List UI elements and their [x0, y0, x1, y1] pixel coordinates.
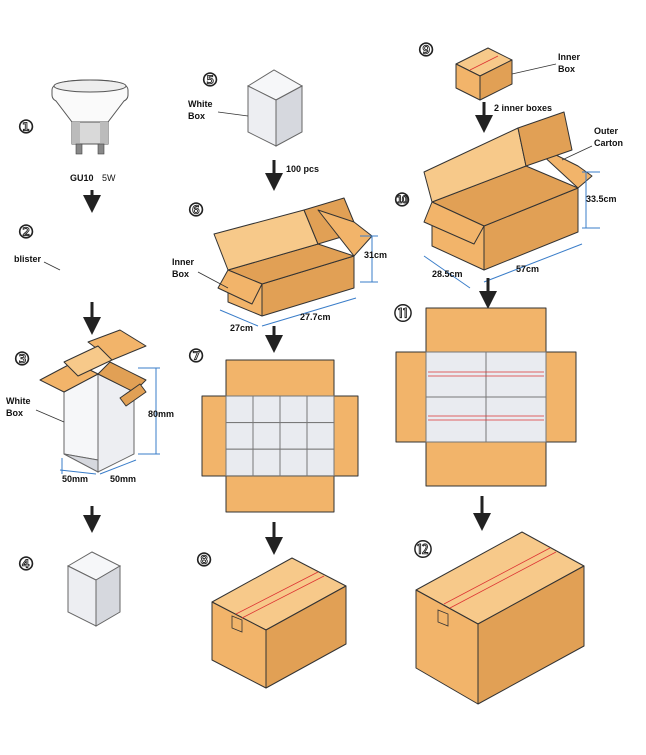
- white-box-cell: [252, 395, 281, 424]
- step-5-number: ⑤: [202, 70, 218, 90]
- dim-outer-carton-h: 33.5cm: [586, 194, 617, 204]
- dim-inner-box-lines: [219, 235, 378, 327]
- blister-label: blister: [14, 254, 42, 264]
- dim-white-box-w1: 50mm: [62, 474, 88, 484]
- white-box-cell: [225, 395, 254, 424]
- white-box-small-illustration: [246, 69, 304, 147]
- dim-outer-carton-l: 57cm: [516, 264, 539, 274]
- inner-box-top-view: [201, 359, 359, 513]
- step-9-number: ⑨: [418, 40, 434, 60]
- inner-box-label-9-line1: Inner: [558, 52, 581, 62]
- step-12-number: ⑫: [414, 540, 432, 560]
- white-box-label-3-line1: White: [6, 396, 31, 406]
- white-box-cell: [225, 448, 254, 477]
- white-box-closed-illustration: [66, 551, 122, 627]
- white-box-cell: [279, 395, 308, 424]
- white-box-cell: [279, 448, 308, 477]
- inner-box-label-6-line1: Inner: [172, 257, 195, 267]
- white-box-label-3-line2: Box: [6, 408, 23, 418]
- white-box-cell: [306, 422, 335, 450]
- dim-inner-box-l: 27.7cm: [300, 312, 331, 322]
- bulb-power: 5W: [102, 173, 116, 183]
- step-7-number: ⑦: [188, 346, 204, 366]
- bulb-model: GU10: [70, 173, 94, 183]
- inner-box-sealed-illustration: [211, 557, 347, 689]
- step-8-number: ⑧: [196, 550, 212, 570]
- white-box-cell: [306, 448, 335, 477]
- dim-80mm-lines: [59, 367, 160, 475]
- white-box-leader-5: [217, 111, 249, 117]
- qty-2-inner-boxes: 2 inner boxes: [494, 103, 552, 113]
- dim-inner-box-h: 31cm: [364, 250, 387, 260]
- outer-carton-open-illustration: [423, 111, 593, 271]
- step-11-number: ⑪: [394, 304, 412, 324]
- inner-box-label-9-line2: Box: [558, 64, 575, 74]
- blister-leader: [43, 261, 61, 271]
- white-box-open-illustration: [39, 329, 147, 473]
- white-box-cell: [279, 422, 308, 450]
- inner-box-open-illustration: [213, 197, 373, 317]
- white-box-label-5-line1: White: [188, 99, 213, 109]
- white-box-grid: [225, 395, 335, 477]
- inner-box-small-illustration: [455, 47, 513, 101]
- white-box-cell: [252, 422, 281, 450]
- outer-carton-leader: [561, 145, 593, 161]
- qty-100pcs: 100 pcs: [286, 164, 319, 174]
- inner-box-leader-9: [511, 63, 557, 75]
- inner-box-label-6-line2: Box: [172, 269, 189, 279]
- dim-outer-carton-w: 28.5cm: [432, 269, 463, 279]
- white-box-leader-3: [35, 409, 65, 423]
- gu10-bulb-icon: [51, 79, 129, 155]
- step-2-number: ②: [18, 222, 34, 242]
- dim-inner-box-w: 27cm: [230, 323, 253, 333]
- outer-carton-sealed-illustration: [415, 531, 585, 705]
- inner-box-leader-6: [197, 271, 229, 289]
- outer-carton-label-line1: Outer: [594, 126, 619, 136]
- white-box-cell: [306, 395, 335, 424]
- step-10-number: ⑩: [394, 190, 410, 210]
- dim-outer-carton-lines: [423, 171, 600, 289]
- white-box-cell: [225, 422, 254, 450]
- outer-carton-label-line2: Carton: [594, 138, 623, 148]
- white-box-cell: [252, 448, 281, 477]
- step-3-number: ③: [14, 349, 30, 369]
- white-box-label-5-line2: Box: [188, 111, 205, 121]
- outer-carton-top-view: [395, 307, 577, 487]
- step-6-number: ⑥: [188, 200, 204, 220]
- step-1-number: ①: [18, 117, 34, 137]
- dim-white-box-w2: 50mm: [110, 474, 136, 484]
- step-4-number: ④: [18, 554, 34, 574]
- dim-white-box-height: 80mm: [148, 409, 174, 419]
